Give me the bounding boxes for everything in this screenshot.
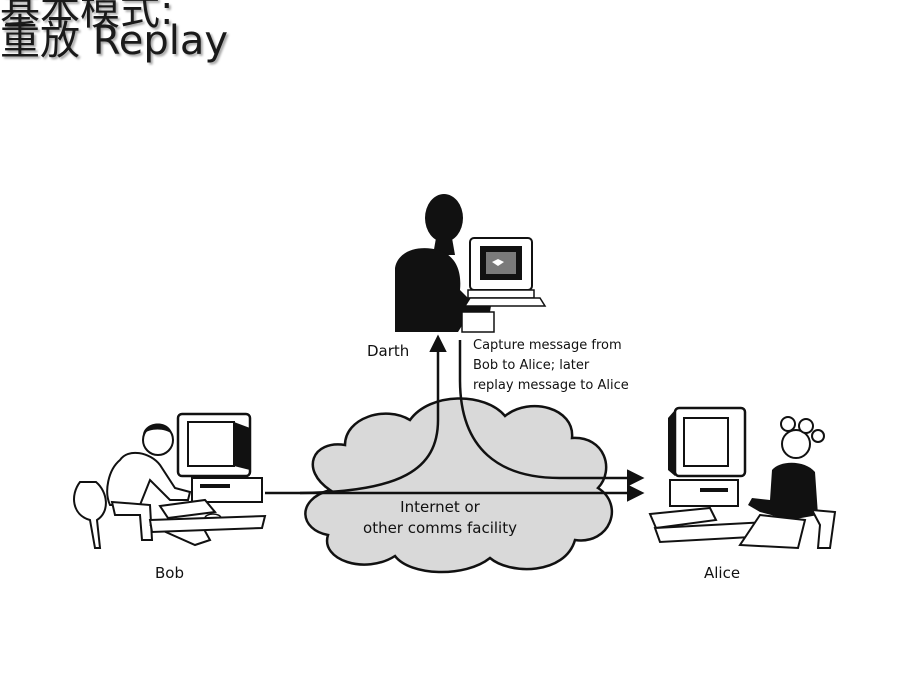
cloud-label: Internet or other comms facility (340, 497, 540, 539)
internet-cloud (304, 397, 614, 574)
capture-replay-annotation: Capture message from Bob to Alice; later… (473, 336, 629, 396)
cloud-label-line: Internet or (400, 498, 480, 516)
darth-figure (395, 194, 547, 333)
annotation-line: Capture message from (473, 338, 622, 353)
annotation-line: replay message to Alice (473, 378, 629, 393)
bob-figure (73, 412, 267, 549)
slide-title-partial: 基本模式: (0, 0, 174, 34)
message-arrows (265, 334, 645, 502)
alice-computer (648, 406, 772, 544)
darth-label: Darth (367, 342, 410, 360)
slide-title: 重放 Replay (0, 18, 229, 64)
annotation-line: Bob to Alice; later (473, 358, 590, 373)
cloud-label-line: other comms facility (363, 519, 517, 537)
bob-computer (148, 412, 267, 534)
replay-path-to-alice (458, 340, 645, 487)
alice-label: Alice (704, 564, 741, 582)
bob-label: Bob (155, 564, 184, 582)
alice-figure (648, 406, 837, 550)
darth-computer-monitor (463, 237, 547, 307)
capture-path-to-darth (299, 334, 447, 495)
